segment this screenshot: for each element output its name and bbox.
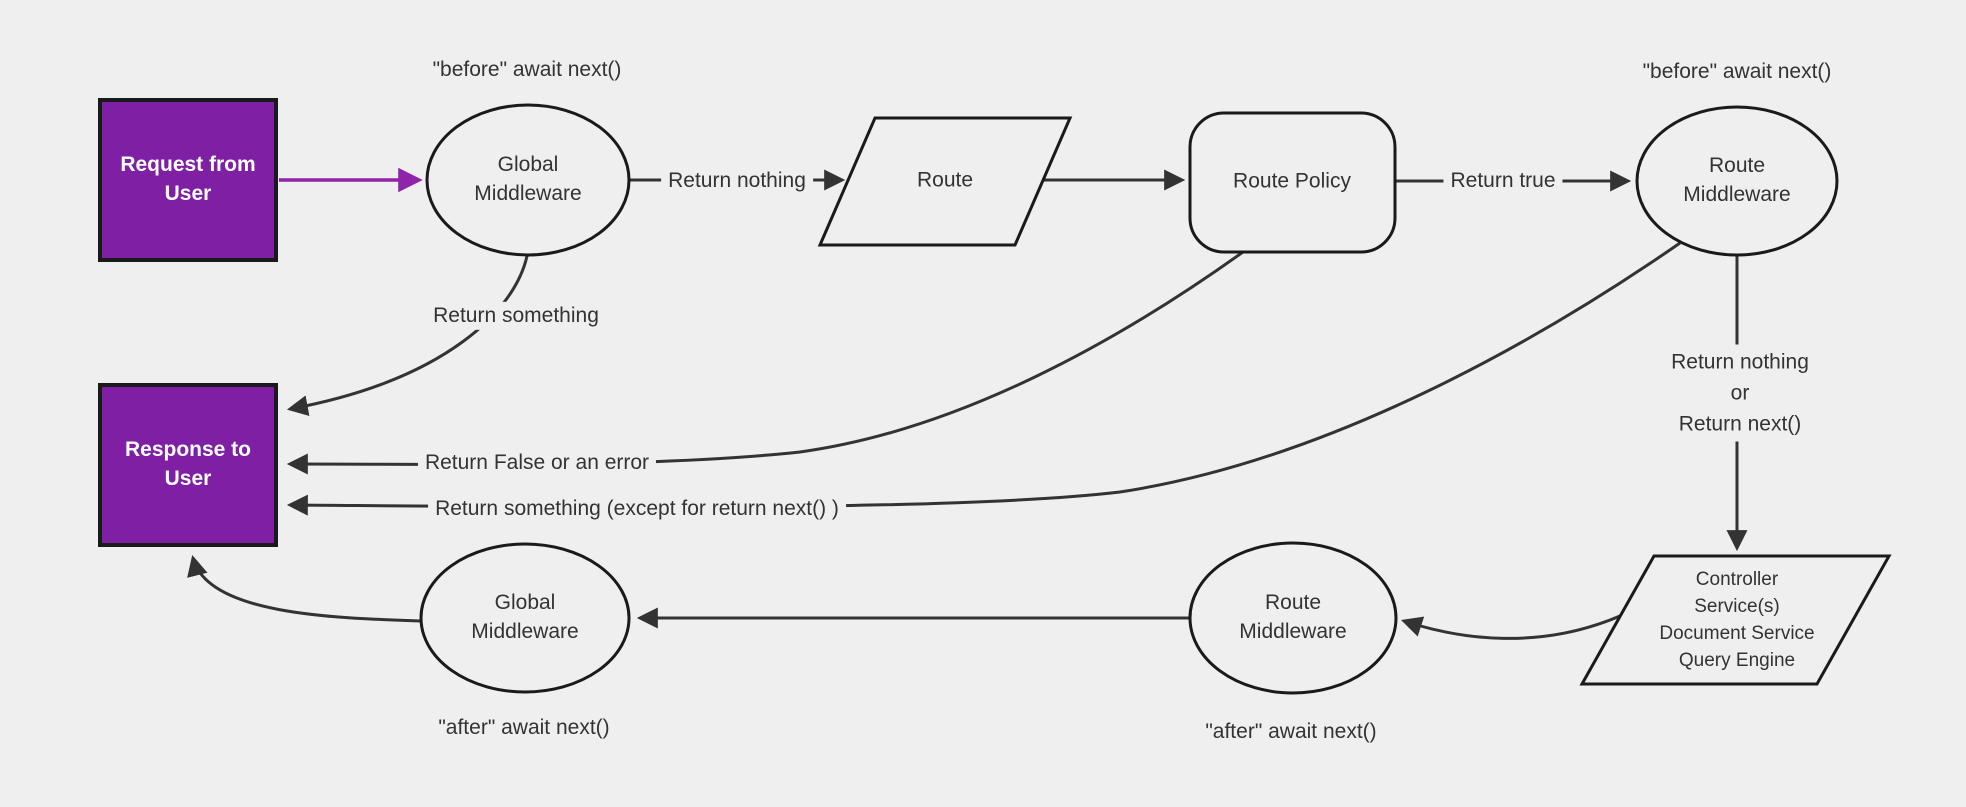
route-policy-label: Route Policy bbox=[1233, 169, 1351, 193]
request-from-user-node bbox=[98, 98, 278, 262]
global-middleware-top-node bbox=[425, 103, 631, 257]
return-false-or-error-label: Return False or an error bbox=[417, 448, 657, 478]
global-middleware-bottom-label: Global Middleware bbox=[471, 591, 579, 643]
route-middleware-top-label: Route Middleware bbox=[1683, 154, 1791, 206]
return-something-except-label: Return something (except for return next… bbox=[428, 494, 846, 524]
return-nothing-line: Return nothing bbox=[1671, 350, 1809, 374]
edge-controller-to-route-middleware-after bbox=[1401, 614, 1621, 640]
response-to-user-node bbox=[98, 383, 278, 547]
document-service-line: Document Service bbox=[1659, 623, 1815, 644]
route-middleware-top-node bbox=[1635, 105, 1839, 257]
return-nothing-label: Return nothing bbox=[661, 166, 813, 196]
edge-global-middleware-return-something bbox=[286, 255, 529, 417]
return-true-label: Return true bbox=[1443, 166, 1563, 196]
controller-services-label: Controller Service(s) Document Service Q… bbox=[1659, 566, 1814, 674]
return-next-line: Return next() bbox=[1678, 412, 1802, 436]
global-middleware-top-label: Global Middleware bbox=[474, 153, 582, 205]
route-middleware-bottom-label: Route Middleware bbox=[1239, 591, 1347, 643]
response-to-user-label: Response to User bbox=[124, 438, 252, 490]
after-await-next-bottom-left-label: "after" await next() bbox=[438, 715, 610, 739]
edge-global-middleware-after-to-response bbox=[187, 554, 422, 623]
before-await-next-top-right-label: "before" await next() bbox=[1642, 59, 1832, 83]
return-something-label: Return something bbox=[426, 301, 606, 331]
controller-line: Controller bbox=[1695, 569, 1779, 590]
services-line: Service(s) bbox=[1694, 596, 1780, 617]
after-await-next-bottom-right-label: "after" await next() bbox=[1205, 719, 1377, 743]
controller-services-node bbox=[1579, 554, 1892, 686]
edge-route-policy-return-false bbox=[286, 250, 1244, 475]
route-middleware-bottom-node bbox=[1188, 541, 1398, 695]
return-nothing-or-next-label: Return nothing or Return next() bbox=[1663, 344, 1817, 442]
route-policy-node bbox=[1188, 111, 1397, 254]
query-engine-line: Query Engine bbox=[1678, 650, 1796, 671]
route-node bbox=[817, 116, 1073, 247]
global-middleware-bottom-node bbox=[419, 542, 631, 694]
route-label: Route bbox=[916, 168, 974, 192]
request-from-user-label: Request from User bbox=[120, 153, 256, 205]
or-line: or bbox=[1730, 381, 1750, 405]
before-await-next-top-left-label: "before" await next() bbox=[432, 57, 622, 81]
